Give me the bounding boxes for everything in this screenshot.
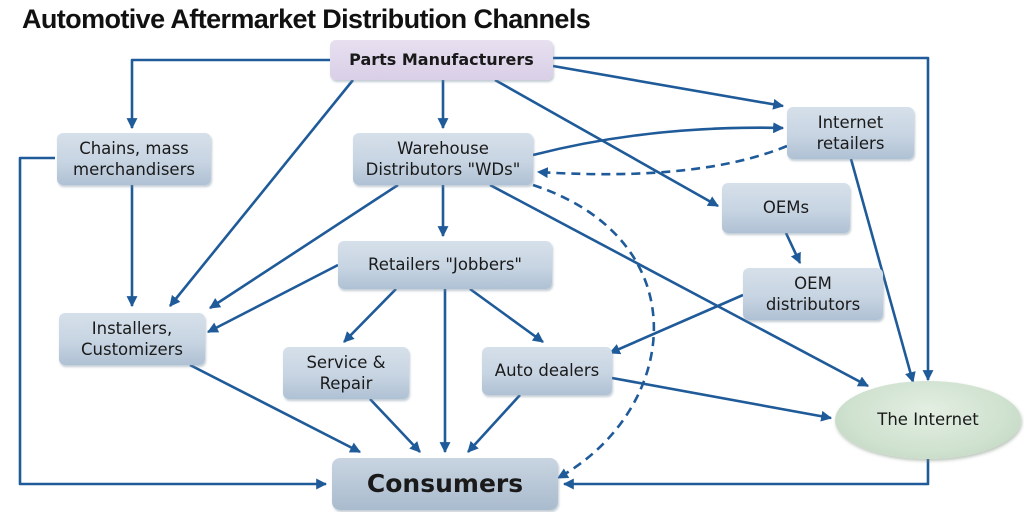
node-label: The Internet — [877, 410, 979, 430]
node-label: OEM distributors — [765, 273, 861, 314]
node-label: Chains, mass merchandisers — [73, 138, 195, 179]
arrow-parts-manufacturers-to-chains — [126, 58, 330, 130]
arrow-auto-dealers-to-consumers — [467, 394, 521, 453]
node-oems: OEMs — [722, 183, 850, 233]
node-label: Installers, Customizers — [81, 318, 183, 359]
node-label: Internet retailers — [816, 112, 885, 153]
arrow-oem-distributors-to-auto-dealers — [608, 293, 744, 355]
arrow-oems-to-oem-distributors — [784, 232, 802, 264]
node-the-internet: The Internet — [835, 381, 1021, 459]
arrow-retailers-to-installers — [207, 263, 339, 334]
arrow-chains-to-consumers — [18, 156, 328, 490]
node-service-repair: Service & Repair — [283, 347, 409, 399]
arrow-the-internet-to-consumers — [562, 459, 930, 490]
node-label: Auto dealers — [494, 361, 600, 381]
arrow-parts-manufacturers-to-internet-retailers — [552, 64, 785, 110]
arrow-parts-manufacturers-to-installers — [168, 79, 355, 307]
arrow-retailers-to-service — [343, 288, 397, 343]
node-installers-customizers: Installers, Customizers — [59, 313, 205, 365]
arrow-retailers-to-auto-dealers — [469, 287, 544, 344]
node-consumers: Consumers — [332, 458, 558, 510]
node-chains-mass-merchandisers: Chains, mass merchandisers — [57, 133, 211, 185]
node-label: Parts Manufacturers — [349, 49, 534, 69]
node-label: Warehouse Distributors "WDs" — [365, 138, 521, 179]
node-warehouse-distributors: Warehouse Distributors "WDs" — [353, 133, 533, 185]
arrow-warehouse-to-the-internet — [489, 183, 869, 388]
arrow-parts-manufacturers-to-oems — [494, 78, 719, 208]
arrow-auto-dealers-to-the-internet — [611, 376, 833, 422]
arrow-warehouse-to-consumers — [532, 183, 656, 480]
page-title: Automotive Aftermarket Distribution Chan… — [22, 4, 591, 34]
node-auto-dealers: Auto dealers — [482, 347, 612, 395]
arrow-parts-manufacturers-to-the-internet — [553, 56, 934, 382]
arrow-warehouse-to-installers — [209, 183, 399, 310]
node-retailers-jobbers: Retailers "Jobbers" — [338, 241, 552, 289]
node-internet-retailers: Internet retailers — [787, 107, 914, 159]
node-label: OEMs — [762, 198, 810, 218]
node-oem-distributors: OEM distributors — [743, 268, 883, 320]
node-label: Service & Repair — [306, 352, 386, 393]
arrow-internet-retailers-to-warehouse — [536, 144, 788, 179]
node-parts-manufacturers: Parts Manufacturers — [330, 40, 553, 80]
node-label: Retailers "Jobbers" — [367, 255, 523, 275]
arrow-service-to-consumers — [369, 398, 421, 453]
arrow-installers-to-consumers — [189, 363, 361, 454]
arrow-warehouse-to-internet-retailers — [532, 122, 785, 157]
node-label: Consumers — [366, 468, 524, 498]
